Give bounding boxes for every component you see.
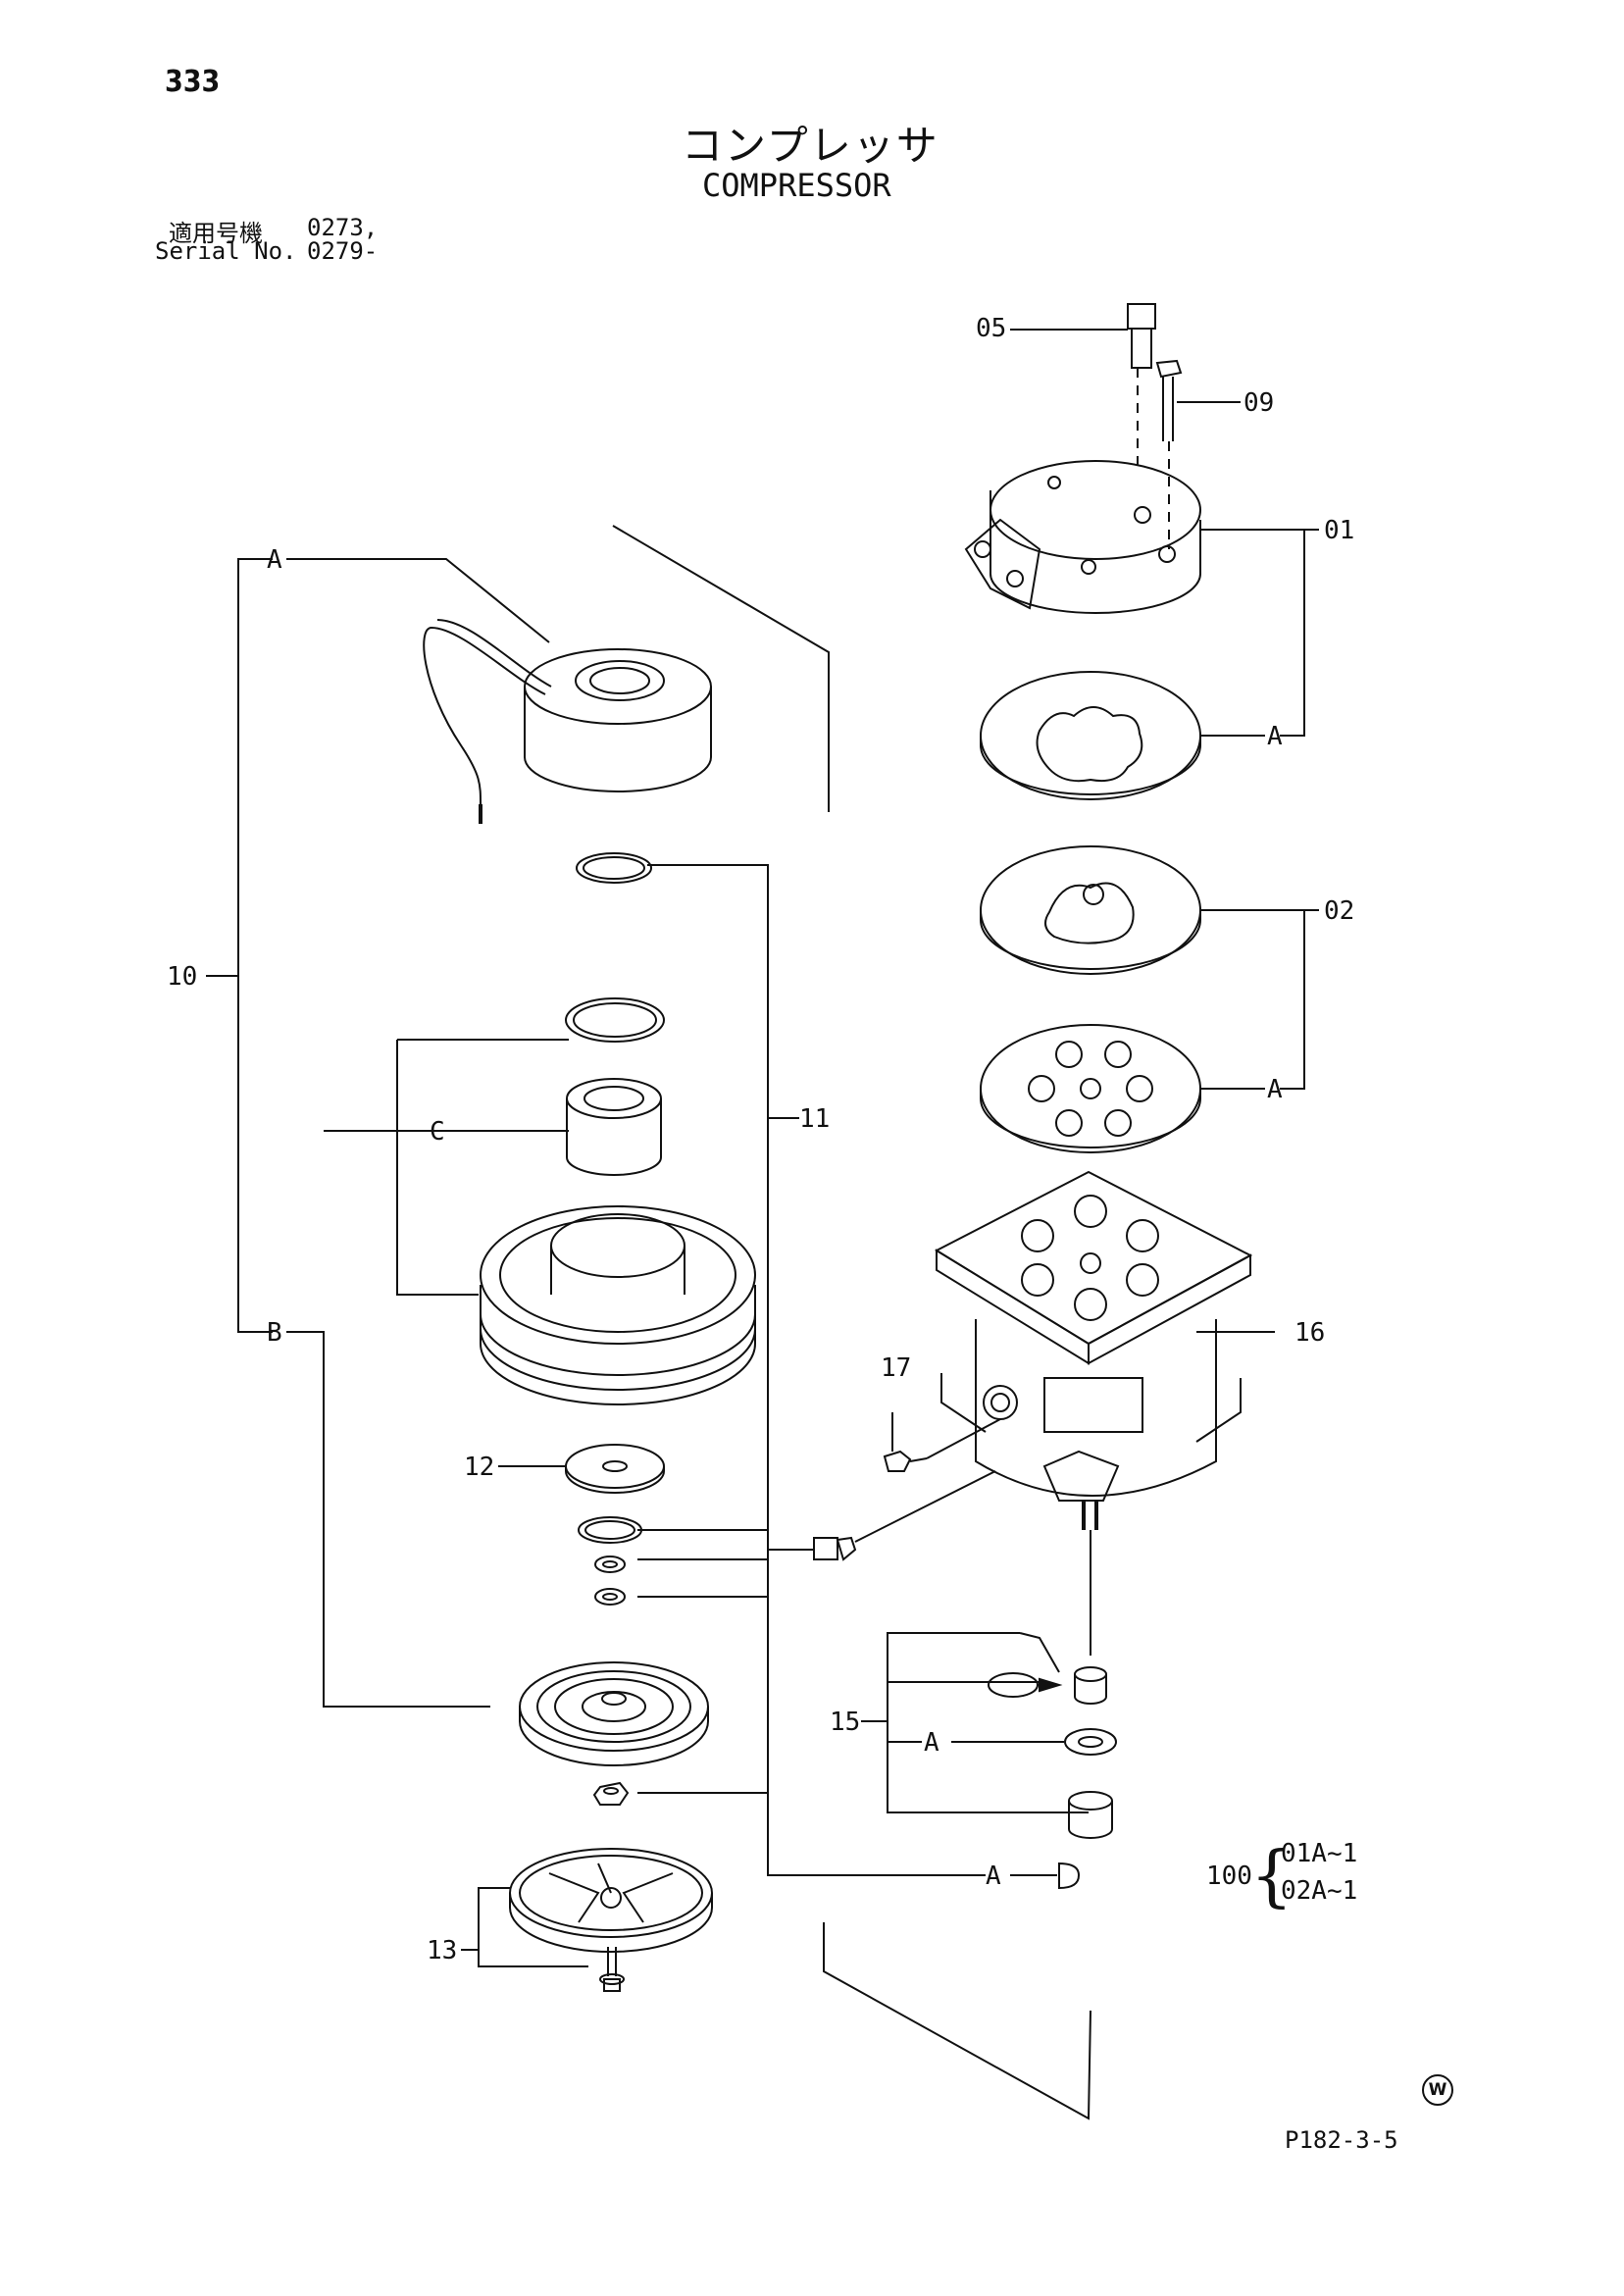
callout-12: 12 [464,1453,495,1482]
bearing [566,1078,662,1176]
reed-valve-plate [980,1024,1201,1153]
o-ring-15 [988,1672,1039,1698]
sleeve-15 [1074,1666,1107,1705]
snap-ring-top [576,852,652,884]
bracket-13 [478,1887,588,1967]
kit-100-line1: 01A~1 [1281,1839,1358,1868]
serial-jp-label: 適用号機 [169,220,263,247]
serial-en-value: 0279- [307,237,379,265]
callout-17: 17 [881,1353,912,1383]
brace-100: { [1250,1838,1294,1915]
valve-plate-02 [980,845,1201,975]
connector [813,1470,996,1561]
cylinder-head-01 [964,460,1201,614]
title-japanese: コンプレッサ [682,122,939,170]
washer-1 [594,1556,626,1573]
callout-a-reed: A [1267,1075,1283,1104]
callout-11: 11 [799,1104,831,1134]
cover-13 [509,1848,713,1953]
bushing-15 [1068,1791,1113,1839]
callout-13: 13 [427,1936,458,1965]
page-number: 333 [165,65,221,99]
explode-line-top [612,525,830,812]
washer-15 [1064,1728,1117,1756]
callout-09: 09 [1243,388,1275,418]
bracket-01 [1201,529,1305,737]
bracket-02 [1201,909,1305,1090]
callout-10: 10 [167,962,198,992]
callout-a-15: A [924,1728,939,1758]
explode-line-bottom [823,1922,1091,2120]
armature-plate [519,1661,709,1766]
nut [592,1781,630,1806]
callout-16: 16 [1294,1318,1326,1348]
snap-ring-small [578,1516,642,1544]
shim-12 [565,1444,665,1494]
page-code: P182-3-5 [1285,2126,1398,2154]
leader-c [396,1130,479,1296]
callout-b-left: B [267,1318,282,1348]
fitting-05 [1127,303,1156,471]
callout-100: 100 [1206,1862,1252,1891]
gasket-plate [980,671,1201,800]
kit-100-line2: 02A~1 [1281,1876,1358,1906]
callout-02: 02 [1324,896,1355,926]
serial-en-label: Serial No. [155,237,297,265]
bolt-17 [883,1412,1001,1472]
leader-15-top-arrow [1019,1632,1060,1673]
snap-ring-pulley [565,997,665,1043]
bolt-09 [1155,359,1183,549]
bolt-13 [599,1947,625,1992]
group-bracket-10 [206,558,550,1708]
group-bracket-11 [637,864,986,1876]
w-circle-mark: W [1422,2074,1453,2106]
callout-c-left: C [430,1117,445,1147]
callout-a-gasket: A [1267,722,1283,751]
callout-01: 01 [1324,516,1355,545]
key-part [1058,1862,1081,1890]
callout-05: 05 [976,314,1007,343]
title-english: COMPRESSOR [702,167,891,204]
pulley [480,1205,756,1405]
bracket-15 [887,1632,1089,1813]
callout-a-key: A [986,1862,1001,1891]
callout-15: 15 [830,1708,861,1737]
washer-2 [594,1588,626,1606]
field-coil [423,619,712,824]
compressor-body-16 [934,1170,1253,1530]
serial-jp-value: 0273, [307,214,379,241]
callout-a-top-left: A [267,545,282,575]
